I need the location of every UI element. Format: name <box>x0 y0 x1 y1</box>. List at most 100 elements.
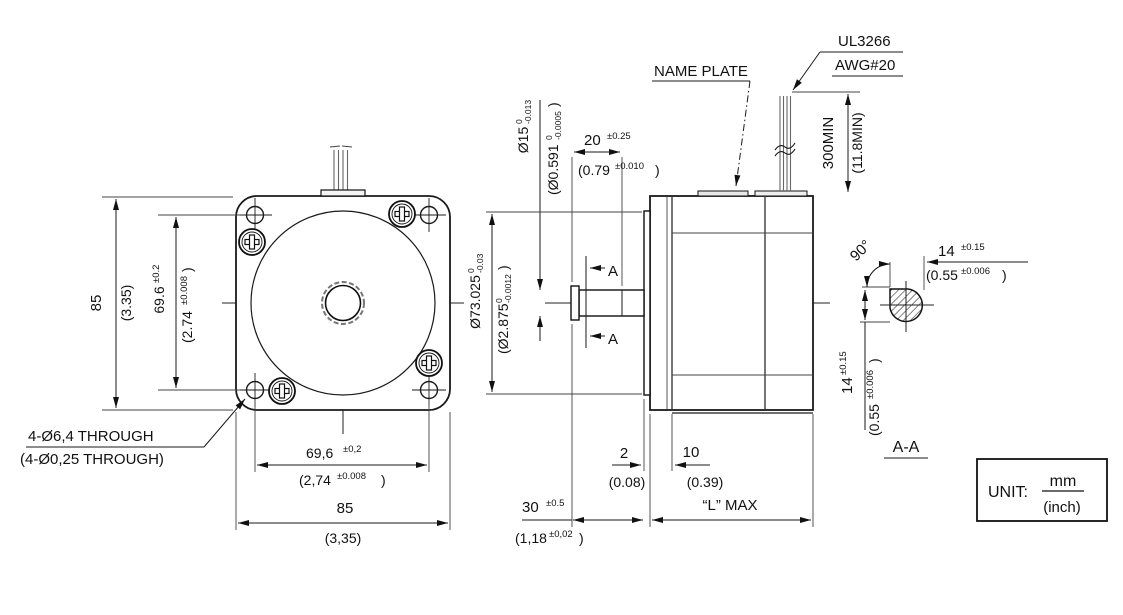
screw-icon <box>415 349 443 377</box>
dim-flat-w-tol: ±0.15 <box>961 242 985 253</box>
dim-flat-length-inch: (0.79 <box>578 162 610 178</box>
section-title: A-A <box>884 439 928 459</box>
dim-body-length: “L” MAX <box>652 414 814 527</box>
wire-spec-line2: AWG#20 <box>835 57 895 74</box>
dim-flat-width-horizontal: 14 ±0.15 (0.55 ±0.006 ) <box>923 242 1028 290</box>
dim-shaft-d-mm: Ø15 <box>515 127 531 154</box>
dim-flange-mm: 10 <box>683 444 700 461</box>
mounting-holes <box>238 198 446 407</box>
dim-flat-length-tol: ±0.25 <box>607 131 631 142</box>
holes-note-mm: 4-Ø6,4 THROUGH <box>28 428 154 445</box>
dim-protrusion-mm: 30 <box>522 499 539 516</box>
dim-protrusion-tol: ±0.5 <box>546 498 564 509</box>
dim-flat-w-close: ) <box>1002 267 1007 283</box>
screw-icon <box>388 200 416 228</box>
dim-shaft-d-lo: -0.013 <box>523 100 533 124</box>
dim-pilot-d-lo: -0.03 <box>475 253 485 273</box>
angle-dimension: 90° <box>847 237 891 288</box>
dim-flange-thickness: 10 (0.39) <box>671 414 723 490</box>
holes-note-inch: (4-Ø0,25 THROUGH) <box>20 451 164 468</box>
name-plate <box>697 190 749 197</box>
angle-label: 90° <box>847 237 875 265</box>
mounting-holes-note: 4-Ø6,4 THROUGH (4-Ø0,25 THROUGH) <box>20 398 246 468</box>
dim-frame-height-mm: 85 <box>88 295 105 312</box>
dim-shaft-d-close: ) <box>545 102 561 107</box>
front-view: 85 (3.35) 69.6 ±0.2 (2.74 ±0.008 ) 69,6 <box>20 145 464 546</box>
unit-numerator: mm <box>1050 473 1077 490</box>
unit-denominator: (inch) <box>1043 499 1081 516</box>
dim-flat-w-inch-tol: ±0.006 <box>961 266 990 277</box>
mounting-hole-bottom-left <box>238 373 272 407</box>
dim-hole-pitch-vertical: 69.6 ±0.2 (2.74 ±0.008 ) <box>151 214 240 391</box>
unit-box-border <box>976 458 1108 522</box>
dim-l-max-label: “L” MAX <box>702 497 757 514</box>
section-cut-marks: A A <box>585 256 618 348</box>
pilot-circle <box>250 210 436 396</box>
dim-flat-w-v-inch-tol: ±0.006 <box>865 370 876 399</box>
shaft <box>570 285 645 321</box>
dim-protrusion-inch-tol: ±0,02 <box>549 529 573 540</box>
name-plate-text: NAME PLATE <box>654 63 748 80</box>
dim-frame-width: 85 (3,35) <box>235 412 451 546</box>
front-lead-wires <box>320 145 366 197</box>
wire-grommet <box>754 190 808 197</box>
dim-lead-length-inch: (11.8MIN) <box>849 112 865 173</box>
dim-pilot-d-close: ) <box>495 265 511 270</box>
dim-boss-mm: 2 <box>620 445 628 462</box>
motor-body-outline <box>649 195 814 411</box>
dim-boss-height: 2 (0.08) <box>609 399 651 527</box>
dim-hole-pitch-v-inch: (2.74 <box>179 311 195 343</box>
shaft-boss-ring <box>321 281 365 325</box>
dim-frame-width-inch: (3,35) <box>325 530 362 546</box>
dim-pilot-d-up: 0 <box>466 268 476 273</box>
name-plate-label: NAME PLATE <box>652 63 751 187</box>
unit-box: UNIT: mm (inch) <box>976 458 1108 522</box>
dim-hole-pitch-h-tol: ±0,2 <box>343 444 361 455</box>
section-view: 90° 14 ±0.15 (0.55 ±0.006 ) 14 ±0.15 (0.… <box>838 237 1028 459</box>
shaft-hole-circle <box>324 284 362 322</box>
dim-shaft-d-inch-lo: -0.0005 <box>553 111 563 140</box>
dim-hole-pitch-h-inch-tol: ±0.008 <box>337 471 366 482</box>
dim-shaft-d-up: 0 <box>514 119 524 124</box>
wire-break-mark <box>774 142 796 151</box>
cover-screws <box>238 200 443 405</box>
dim-flat-w-inch: (0.55 <box>926 267 958 283</box>
dim-hole-pitch-horizontal: 69,6 ±0,2 (2,74 ±0.008 ) <box>254 399 430 488</box>
dim-hole-pitch-v-mm: 69.6 <box>151 286 167 313</box>
dim-protrusion-inch: (1,18 <box>515 530 547 546</box>
side-view: A A NAME PLATE UL3266 AWG#20 <box>466 33 903 546</box>
unit-label: UNIT: <box>988 484 1028 501</box>
side-lead-wires <box>774 96 796 191</box>
mounting-hole-top-right <box>412 198 446 232</box>
wire-clamp <box>320 189 366 197</box>
dim-shaft-diameter: Ø15 0 -0.013 (Ø0.591 0 -0.0005 ) <box>514 100 563 341</box>
dim-hole-pitch-v-close: ) <box>179 267 195 272</box>
dim-pilot-d-inch-lo: -0.0012 <box>503 274 513 303</box>
dim-flat-length-mm: 20 <box>584 132 601 149</box>
dim-pilot-d-inch-up: 0 <box>494 298 504 303</box>
section-arrow-label-top: A <box>608 263 618 280</box>
dim-flat-w-v-mm: 14 <box>839 377 856 394</box>
wire-spec-line1: UL3266 <box>838 33 891 50</box>
dim-shaft-d-inch: (Ø0.591 <box>545 144 561 195</box>
dim-flat-width-vertical: 14 ±0.15 (0.55 ±0.006 ) <box>838 290 890 436</box>
dim-frame-height-inch: (3.35) <box>118 285 134 322</box>
dim-hole-pitch-v-inch-tol: ±0.008 <box>179 276 190 305</box>
screw-icon <box>268 377 296 405</box>
dim-flat-w-v-close: ) <box>866 358 882 363</box>
dim-hole-pitch-v-tol: ±0.2 <box>151 265 162 283</box>
dim-hole-pitch-h-mm: 69,6 <box>306 445 333 461</box>
dim-lead-length-mm: 300MIN <box>820 117 837 170</box>
dim-lead-length: 300MIN (11.8MIN) <box>792 91 865 192</box>
wire-spec-label: UL3266 AWG#20 <box>792 33 903 91</box>
dim-hole-pitch-h-close: ) <box>381 472 386 488</box>
dim-frame-width-mm: 85 <box>337 500 354 517</box>
dim-hole-pitch-h-inch: (2,74 <box>299 472 331 488</box>
dim-flat-length-close: ) <box>655 162 660 178</box>
dim-flat-w-mm: 14 <box>938 243 955 260</box>
dim-shaft-d-inch-up: 0 <box>544 135 554 140</box>
dim-pilot-d-inch: (Ø2.875 <box>495 303 511 354</box>
section-title-text: A-A <box>893 439 920 456</box>
